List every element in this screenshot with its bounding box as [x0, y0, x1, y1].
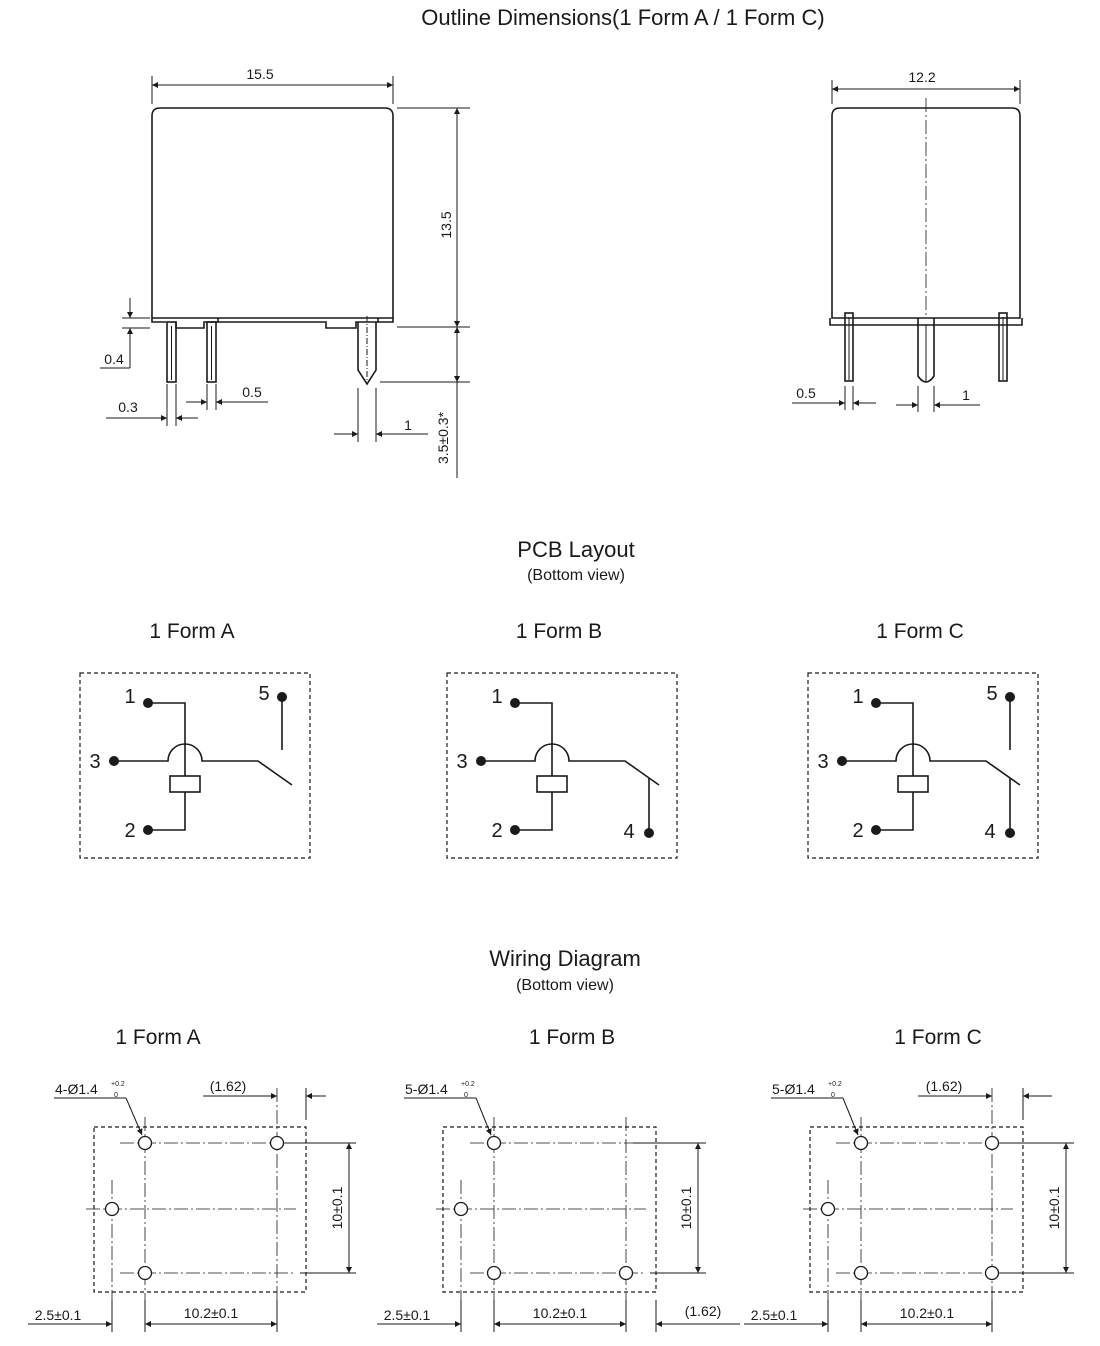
pcb-b-pin-2: 2: [491, 820, 502, 842]
side-pin-thick-label: 1: [962, 387, 970, 403]
wiring-a-pitch-h: 10.2±0.1: [184, 1305, 239, 1321]
pcb-title: PCB Layout: [517, 537, 634, 562]
side-view: 12.2 0.5 1: [792, 69, 1023, 412]
wiring-subtitle: (Bottom view): [516, 977, 614, 994]
standoff-label: 0.4: [104, 351, 124, 367]
wiring-a-hole-tol-top: +0.2: [111, 1081, 125, 1088]
wiring-form-c-label: 1 Form C: [894, 1026, 982, 1049]
pcb-b-pin-1: 1: [491, 686, 502, 708]
wiring-c-hole-tol-bottom: 0: [831, 1092, 835, 1099]
front-width-label: 15.5: [246, 66, 273, 82]
pcb-form-a-label: 1 Form A: [149, 620, 234, 643]
pin-gap-label: 0.5: [242, 384, 262, 400]
wiring-c-pitch-v: 10±0.1: [1046, 1186, 1062, 1229]
pcb-subtitle: (Bottom view): [527, 567, 625, 584]
wiring-b-hole-tol-top: +0.2: [461, 1081, 475, 1088]
pcb-form-b-label: 1 Form B: [516, 620, 602, 643]
pcb-a-pin-2: 2: [124, 820, 135, 842]
pcb-a-pin-5: 5: [258, 683, 269, 705]
pin-thick-label: 1: [404, 417, 412, 433]
wiring-a-offset: (1.62): [210, 1078, 247, 1094]
pin-length-label: 3.5±0.3*: [435, 411, 451, 464]
wiring-c-offset: (1.62): [926, 1078, 963, 1094]
wiring-a-hole-tol-bottom: 0: [114, 1092, 118, 1099]
pcb-b-pin-3: 3: [456, 751, 467, 773]
wiring-c-edge: 2.5±0.1: [751, 1307, 798, 1323]
wiring-b-offset: (1.62): [685, 1303, 722, 1319]
front-view: 15.5 13.5 3.5±0.3* 0.4 0.3 0.5: [100, 66, 470, 478]
wiring-form-b-label: 1 Form B: [529, 1026, 615, 1049]
wiring-b-hole-label: 5-Ø1.4: [405, 1081, 448, 1097]
pcb-c-pin-1: 1: [852, 686, 863, 708]
wiring-a-pitch-v: 10±0.1: [329, 1186, 345, 1229]
wiring-b-edge: 2.5±0.1: [384, 1307, 431, 1323]
wiring-form-a: 1 Form A 4-Ø1.4 +0.2 0 (1.62) 10±0.1 2.5…: [28, 1026, 356, 1332]
wiring-b-hole-tol-bottom: 0: [464, 1092, 468, 1099]
pcb-c-pin-2: 2: [852, 820, 863, 842]
pcb-c-pin-3: 3: [817, 751, 828, 773]
side-pin-width-label: 0.5: [796, 385, 816, 401]
pcb-c-pin-4: 4: [984, 821, 995, 843]
wiring-c-hole-label: 5-Ø1.4: [772, 1081, 815, 1097]
wiring-b-pitch-v: 10±0.1: [678, 1186, 694, 1229]
pcb-form-b: 1 Form B 1 3 2 4: [446, 620, 678, 859]
pcb-b-pin-4: 4: [623, 821, 634, 843]
wiring-c-hole-tol-top: +0.2: [828, 1081, 842, 1088]
wiring-a-edge: 2.5±0.1: [35, 1307, 82, 1323]
pin-width-label: 0.3: [118, 399, 138, 415]
outline-title: Outline Dimensions(1 Form A / 1 Form C): [421, 5, 824, 30]
wiring-form-a-label: 1 Form A: [115, 1026, 200, 1049]
pcb-a-pin-1: 1: [124, 686, 135, 708]
pcb-c-pin-5: 5: [986, 683, 997, 705]
pcb-form-c-label: 1 Form C: [876, 620, 964, 643]
pcb-form-a: 1 Form A 1 5 3 2: [79, 620, 311, 859]
pcb-form-c: 1 Form C 1 5 3 2 4: [807, 620, 1039, 859]
pcb-a-pin-3: 3: [89, 751, 100, 773]
wiring-form-c: 1 Form C 5-Ø1.4 +0.2 0 (1.62) 10±0.1 2.5…: [744, 1026, 1074, 1332]
wiring-b-pitch-h: 10.2±0.1: [533, 1305, 588, 1321]
wiring-c-pitch-h: 10.2±0.1: [900, 1305, 955, 1321]
wiring-title: Wiring Diagram: [489, 946, 641, 971]
side-width-label: 12.2: [908, 69, 935, 85]
wiring-a-hole-label: 4-Ø1.4: [55, 1081, 98, 1097]
wiring-form-b: 1 Form B 5-Ø1.4 +0.2 0 10±0.1 2.5±0.1 10…: [377, 1026, 740, 1332]
front-height-label: 13.5: [438, 211, 454, 238]
